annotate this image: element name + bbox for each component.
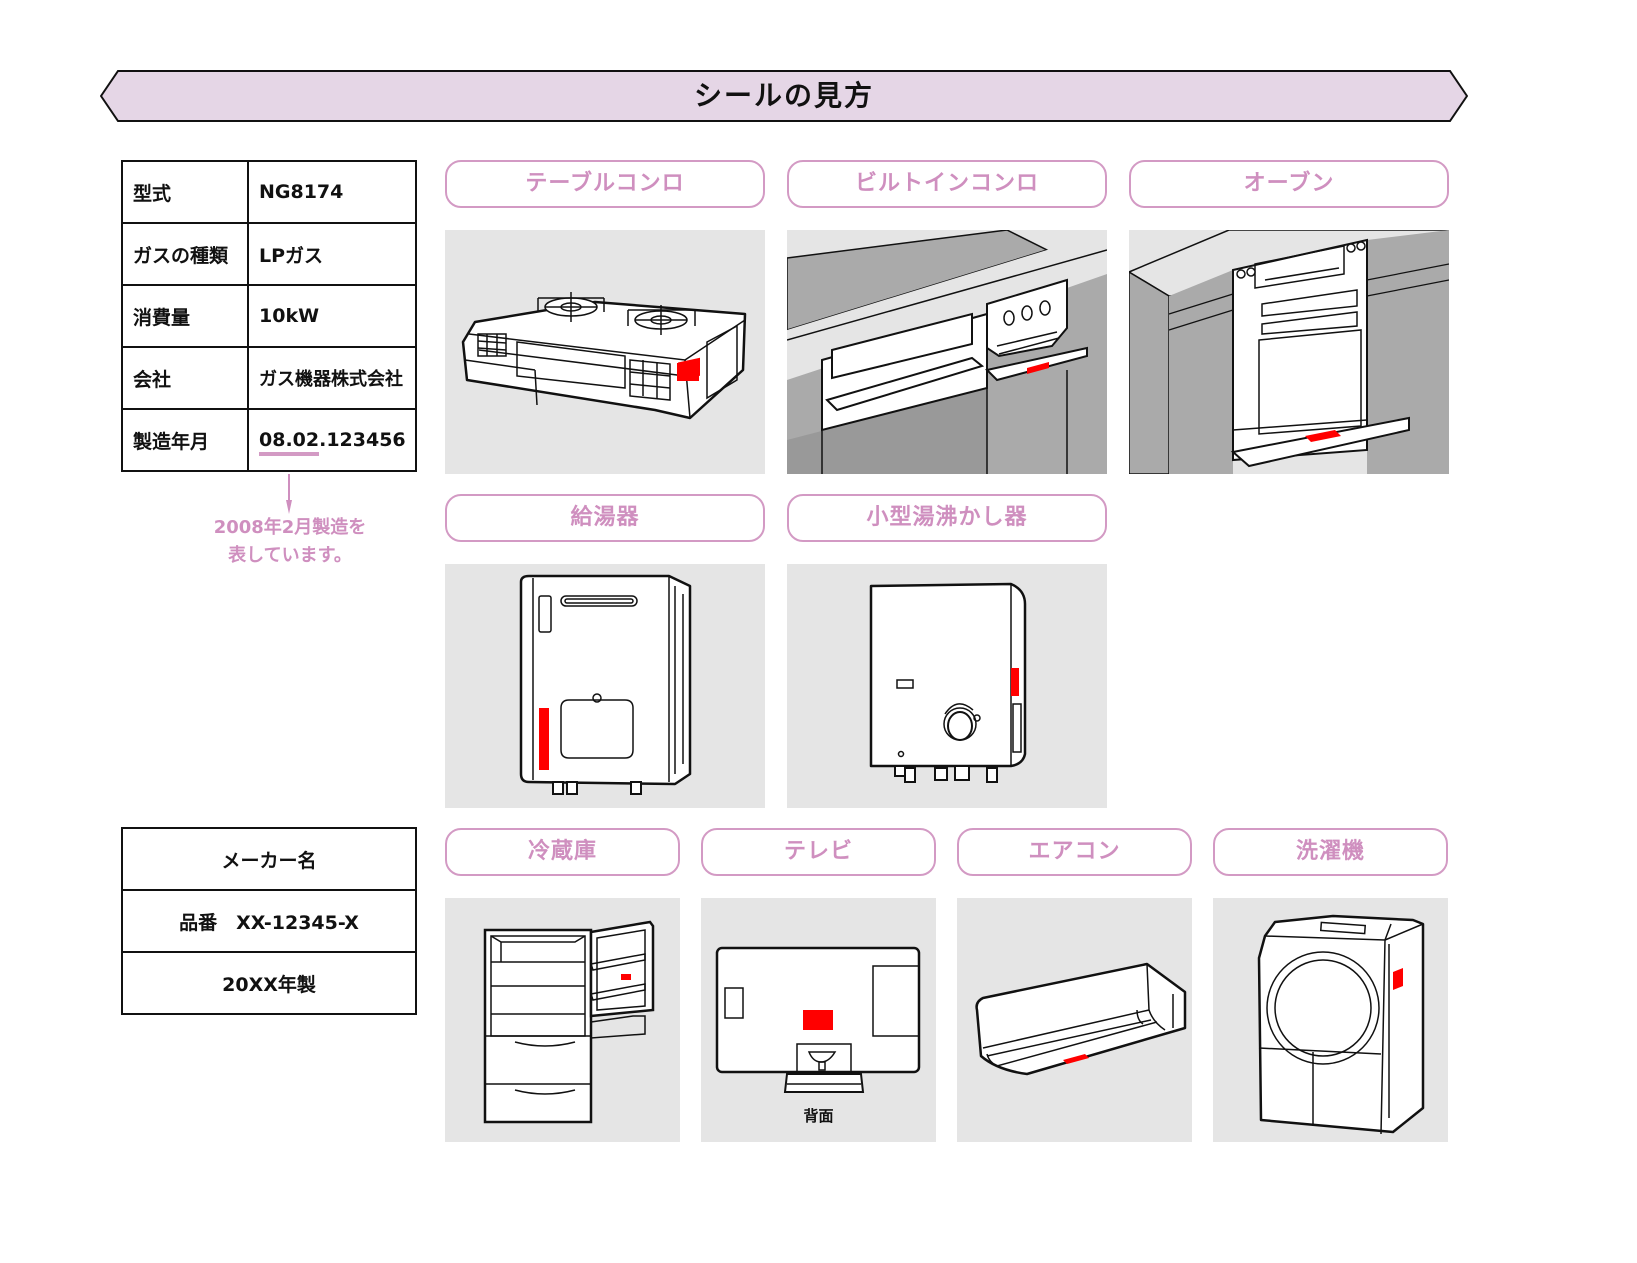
- label-air-conditioner: エアコン: [957, 828, 1192, 876]
- title-banner: シールの見方: [100, 70, 1468, 122]
- washing-machine-icon: [1257, 914, 1425, 1135]
- spec-value: NG8174: [247, 160, 417, 224]
- built-in-stove-icon: [787, 230, 1107, 474]
- spec-row: ガスの種類 LPガス: [121, 222, 417, 286]
- spec-key: 会社: [121, 346, 249, 410]
- back-side-caption: 背面: [803, 1107, 834, 1125]
- manufacture-date-rest: .123456: [319, 429, 406, 451]
- television-icon: [715, 946, 921, 1093]
- spec-value: LPガス: [247, 222, 417, 286]
- spec-key: 型式: [121, 160, 249, 224]
- note-line: 2008年2月製造を: [213, 517, 367, 538]
- spec-value-manufacture-date: 08.02.123456: [247, 408, 417, 472]
- panel-washing-machine: [1213, 898, 1448, 1142]
- banner-shape: [100, 70, 1468, 122]
- page-title: シールの見方: [693, 79, 874, 112]
- label-oven: オーブン: [1129, 160, 1449, 208]
- label-built-in-stove: ビルトインコンロ: [787, 160, 1107, 208]
- air-conditioner-icon: [975, 962, 1187, 1076]
- built-in-oven-icon: [1129, 230, 1449, 474]
- note-line: 表しています。: [228, 545, 352, 566]
- label-table-stove: テーブルコンロ: [445, 160, 765, 208]
- spec-row: 消費量 10kW: [121, 284, 417, 348]
- panel-water-heater: [445, 564, 765, 808]
- spec-value: ガス機器株式会社: [247, 346, 417, 410]
- model-number: 品番 XX-12345-X: [121, 889, 417, 953]
- appliance-label-table: メーカー名 品番 XX-12345-X 20XX年製: [121, 827, 417, 1015]
- gas-table-stove-icon: [461, 292, 747, 420]
- panel-built-in-stove: [787, 230, 1107, 474]
- panel-air-conditioner: [957, 898, 1192, 1142]
- spec-key: 製造年月: [121, 408, 249, 472]
- gas-spec-label-table: 型式 NG8174 ガスの種類 LPガス 消費量 10kW 会社 ガス機器株式会…: [121, 160, 417, 472]
- panel-oven: [1129, 230, 1449, 474]
- manufacture-year: 20XX年製: [121, 951, 417, 1015]
- manufacture-date-highlight: 08.02: [259, 429, 320, 456]
- spec-row: 型式 NG8174: [121, 160, 417, 224]
- spec-key: 消費量: [121, 284, 249, 348]
- arrow-down-icon: [286, 474, 292, 514]
- label-television: テレビ: [701, 828, 936, 876]
- spec-row: 会社 ガス機器株式会社: [121, 346, 417, 410]
- label-washing-machine: 洗濯機: [1213, 828, 1448, 876]
- panel-television: 背面: [701, 898, 936, 1142]
- maker-name: メーカー名: [121, 827, 417, 891]
- small-water-heater-icon: [869, 582, 1027, 783]
- spec-row: 製造年月 08.02.123456: [121, 408, 417, 472]
- manufacture-date-note: 2008年2月製造を 表しています。: [185, 514, 395, 570]
- water-heater-icon: [519, 574, 692, 795]
- panel-small-water-heater: [787, 564, 1107, 808]
- panel-table-stove: [445, 230, 765, 474]
- refrigerator-icon: [483, 920, 655, 1124]
- panel-refrigerator: [445, 898, 680, 1142]
- label-refrigerator: 冷蔵庫: [445, 828, 680, 876]
- label-water-heater: 給湯器: [445, 494, 765, 542]
- spec-key: ガスの種類: [121, 222, 249, 286]
- spec-value: 10kW: [247, 284, 417, 348]
- label-small-water-heater: 小型湯沸かし器: [787, 494, 1107, 542]
